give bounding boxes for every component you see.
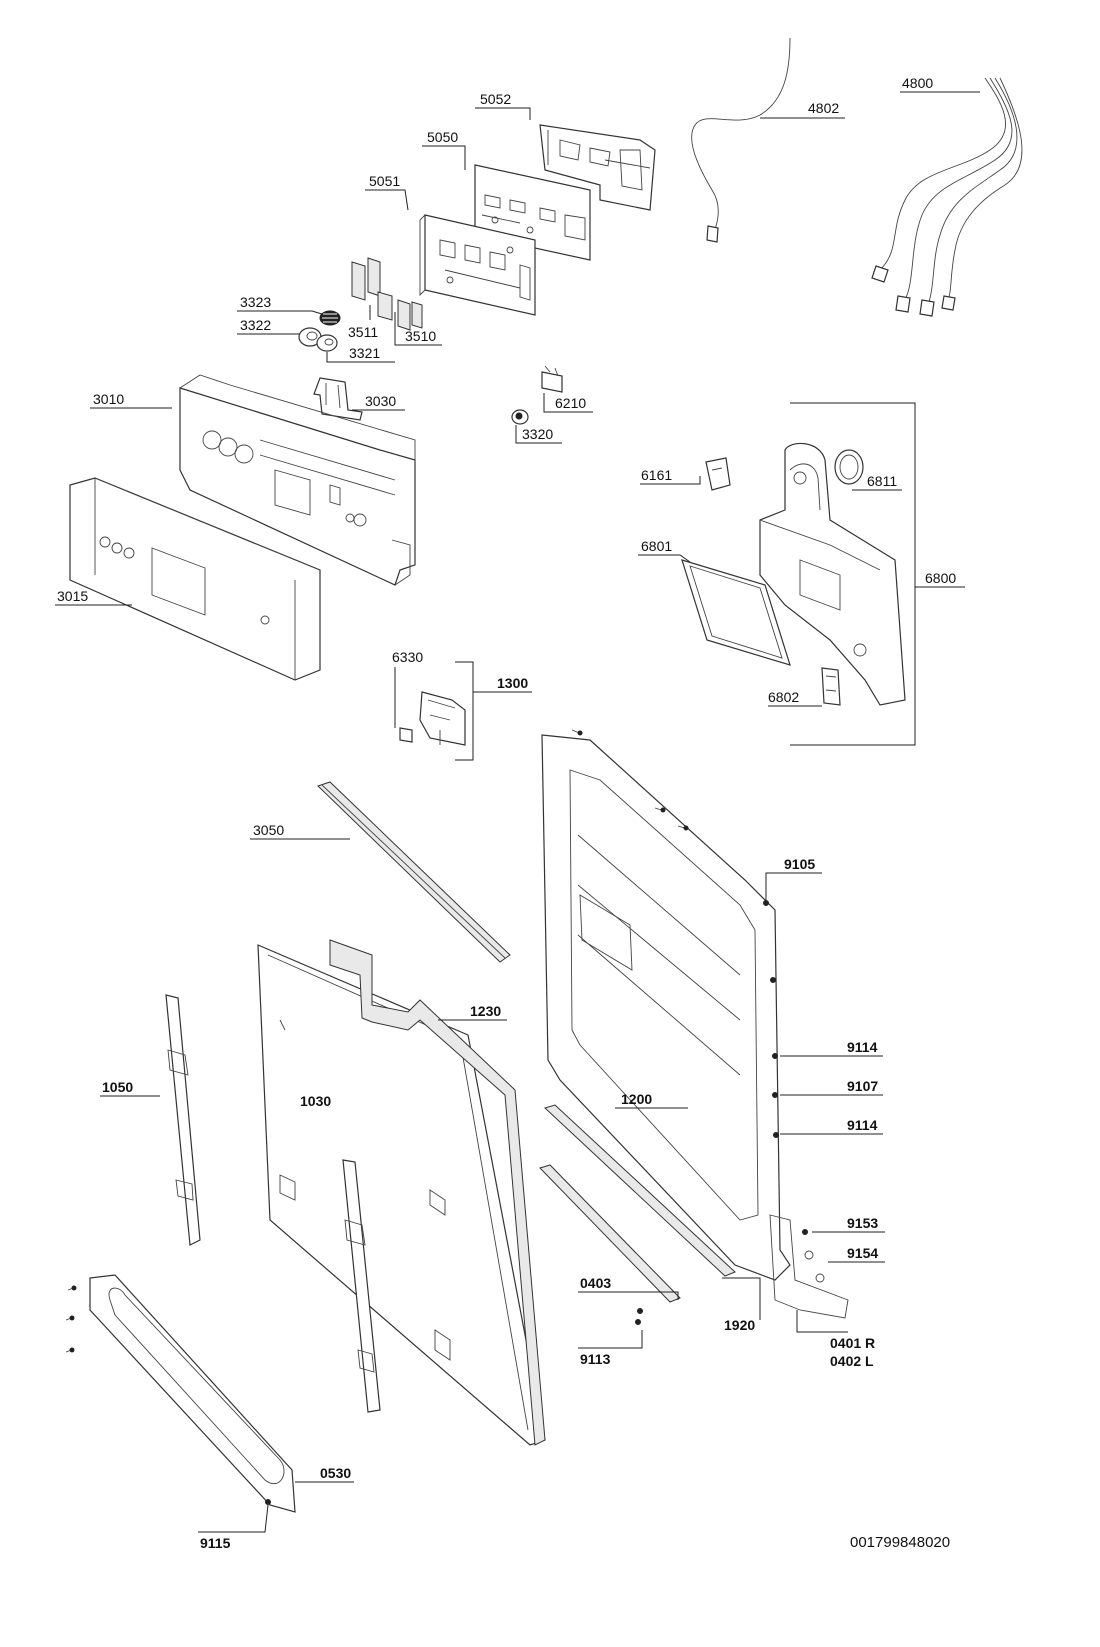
label-9107: 9107 [847,1078,878,1094]
label-1920: 1920 [724,1317,755,1333]
label-3321: 3321 [349,345,380,361]
part-3321-knob [316,334,338,352]
part-1200-inner-door [541,734,849,1319]
label-6330: 6330 [392,649,423,665]
label-5050: 5050 [427,129,458,145]
label-4802: 4802 [808,100,839,116]
label-6802: 6802 [768,689,799,705]
label-0403: 0403 [580,1275,611,1291]
label-6161: 6161 [641,467,672,483]
part-1920-strip [544,1104,736,1277]
leader-lines [55,91,980,1533]
part-6802-valve [821,667,841,706]
part-4802-cable [691,37,791,243]
label-3050: 3050 [253,822,284,838]
label-4800: 4800 [902,75,933,91]
part-3323-spring [319,310,341,326]
label-9113: 9113 [580,1351,611,1367]
label-0530: 0530 [320,1465,351,1481]
label-9154: 9154 [847,1245,878,1261]
part-6330-clip [399,727,413,743]
part-5051-board [419,214,536,316]
part-labels: 5052 5050 5051 4802 4800 3323 3322 3511 … [57,75,956,1551]
label-1200: 1200 [621,1091,652,1107]
screws [65,729,808,1505]
part-3510-contacts [397,299,423,331]
label-3320: 3320 [522,426,553,442]
part-3015-fascia [69,477,321,681]
part-4800-harness [871,77,1023,317]
label-6800: 6800 [925,570,956,586]
label-3010: 3010 [93,391,124,407]
label-1030: 1030 [300,1093,331,1109]
label-9105: 9105 [784,856,815,872]
label-9114-lower: 9114 [847,1117,878,1133]
part-6210-switch [541,365,563,393]
label-3323: 3323 [240,294,271,310]
part-1050-hinge-bar [165,994,201,1246]
part-3511-contacts [351,257,393,321]
part-0403-strip [539,1164,681,1303]
part-6811-seal [834,449,864,485]
part-3010-control-housing [179,374,416,586]
label-1050: 1050 [102,1079,133,1095]
part-5052-frame [539,124,656,211]
document-number: 001799848020 [850,1534,950,1551]
part-1230-insulation [329,939,546,1446]
label-9153: 9153 [847,1215,878,1231]
label-1230: 1230 [470,1003,501,1019]
part-6161-bracket [705,457,731,491]
part-6800-dispenser [759,442,906,706]
label-3511: 3511 [348,324,378,340]
label-3030: 3030 [365,393,396,409]
part-3320-knob [511,409,529,425]
label-6210: 6210 [555,395,586,411]
label-9115: 9115 [200,1535,231,1551]
part-3050-seal-strip [317,781,511,963]
label-3510: 3510 [405,328,436,344]
label-1300: 1300 [497,675,528,691]
part-6801-gasket [681,559,791,666]
label-0401-r: 0401 R [830,1335,875,1351]
label-5051: 5051 [369,173,400,189]
label-3015: 3015 [57,588,88,604]
label-6811: 6811 [867,473,897,489]
label-9114-upper: 9114 [847,1039,878,1055]
part-0530-handle-trim [89,1274,296,1513]
label-5052: 5052 [480,91,511,107]
part-3030-clip [313,377,363,421]
label-6801: 6801 [641,538,672,554]
part-door-hinge-bar [342,1159,381,1413]
part-1300-bracket [419,691,466,746]
label-0402-l: 0402 L [830,1353,874,1369]
label-3322: 3322 [240,317,271,333]
